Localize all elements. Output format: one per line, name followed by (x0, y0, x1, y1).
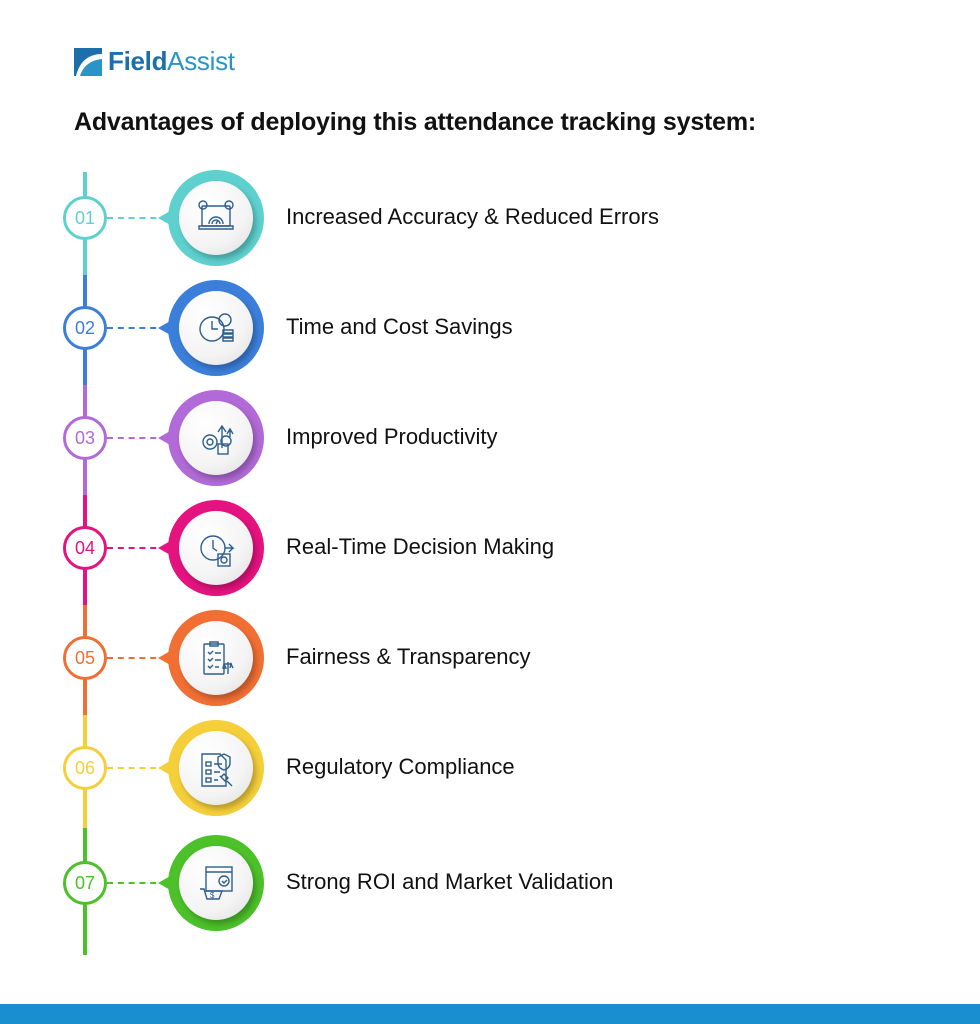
step-number: 07 (63, 861, 107, 905)
clock-coins-icon (199, 313, 234, 342)
item-label: Improved Productivity (286, 424, 498, 449)
gear-growth-icon (202, 424, 234, 455)
timeline-item: 05 Fairness & Transparency (0, 608, 980, 708)
cart-dollar-icon: $ (200, 866, 233, 900)
item-label: Increased Accuracy & Reduced Errors (286, 204, 659, 229)
document-gavel-icon (201, 753, 233, 787)
connector-line (107, 767, 167, 769)
icon-ring (168, 170, 264, 266)
timeline-item: 02 Time and Cost Savings (0, 278, 980, 378)
connector-line (107, 217, 167, 219)
connector-line (107, 882, 167, 884)
svg-text:$: $ (210, 891, 215, 900)
step-number: 06 (63, 746, 107, 790)
step-number: 04 (63, 526, 107, 570)
item-label: Real-Time Decision Making (286, 534, 555, 559)
connector-line (107, 437, 167, 439)
brand-name-light: Assist (167, 46, 235, 76)
timeline-item: 06 Regulatory Compliance (0, 718, 980, 818)
icon-ring: $ (168, 835, 264, 931)
item-label: Fairness & Transparency (286, 644, 531, 669)
clipboard-scale-icon (203, 641, 234, 675)
page-title: Advantages of deploying this attendance … (74, 108, 757, 136)
icon-ring (168, 610, 264, 706)
item-label: Time and Cost Savings (286, 314, 513, 339)
connector-line (107, 547, 167, 549)
brand-name-bold: Field (108, 46, 168, 76)
item-label: Regulatory Compliance (286, 754, 515, 779)
timeline-item: 04 Real-Time Decision Making (0, 498, 980, 598)
item-label: Strong ROI and Market Validation (286, 869, 614, 894)
step-number: 03 (63, 416, 107, 460)
icon-ring (168, 720, 264, 816)
timeline-item: 01 Increased Accuracy & Reduced Errors (0, 168, 980, 268)
timeline-item: 03 Improved Productivity (0, 388, 980, 488)
icon-ring (168, 500, 264, 596)
icon-ring (168, 280, 264, 376)
fieldassist-logo: FieldAssist (74, 46, 235, 77)
step-number: 02 (63, 306, 107, 350)
stopwatch-arrow-icon (200, 535, 235, 567)
bottom-bar (0, 1004, 980, 1024)
timeline-item: 07 $ Strong ROI and Market Validation (0, 833, 980, 933)
step-number: 05 (63, 636, 107, 680)
logo-icon (74, 47, 102, 76)
step-number: 01 (63, 196, 107, 240)
laptop-gauge-icon (198, 200, 234, 230)
connector-line (107, 657, 167, 659)
connector-line (107, 327, 167, 329)
icon-ring (168, 390, 264, 486)
